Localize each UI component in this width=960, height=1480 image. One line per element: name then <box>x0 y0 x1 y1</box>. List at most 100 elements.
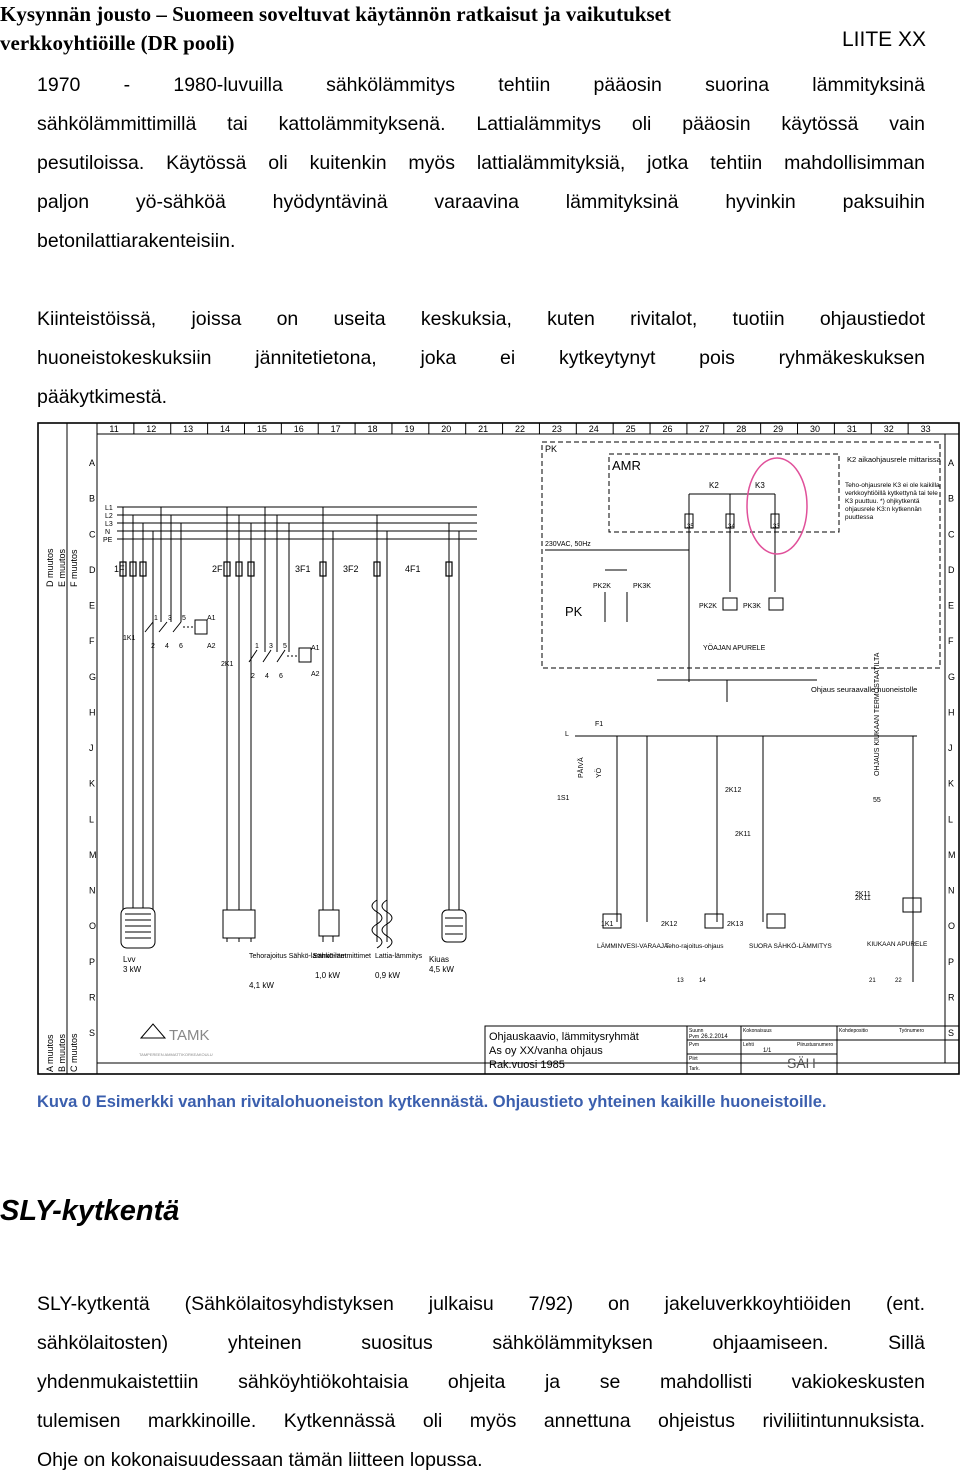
row-letter: G <box>89 672 96 682</box>
appendix-label: LIITE XX <box>841 28 926 51</box>
coil-name: LÄMMINVESI-VARAAJA <box>597 942 669 950</box>
bus-label-n: N <box>105 529 110 536</box>
relay-label-k2: K2 <box>709 481 719 490</box>
contact-num: 4 <box>265 673 269 680</box>
row-letter: E <box>948 601 954 611</box>
bus-label-l2: L2 <box>105 513 113 520</box>
row-letter: F <box>89 636 95 646</box>
column-number: 23 <box>552 424 562 434</box>
load-name: Tehorajoitus Sähkö-lämmittimet <box>249 953 347 960</box>
fuse-label-3f1: 3F1 <box>295 564 311 574</box>
relay-pin: 33 <box>773 524 780 530</box>
feeder-lines <box>122 507 460 942</box>
note-k2: K2 aikaohjausrele mittarissa <box>847 455 942 464</box>
column-number: 28 <box>736 424 746 434</box>
row-letter: R <box>948 992 955 1002</box>
column-number: 30 <box>810 424 820 434</box>
paragraph-sly: SLY-kytkentä (Sähkölaitosyhdistyksen jul… <box>37 1285 925 1480</box>
column-number: 15 <box>257 424 267 434</box>
column-number: 22 <box>515 424 525 434</box>
contact-num: 4 <box>165 643 169 650</box>
coil-name: SUORA SÄHKÖ-LÄMMITYS <box>749 942 832 950</box>
coil-bottom-label: 2K13 <box>727 921 743 928</box>
column-number: 29 <box>773 424 783 434</box>
pk-relay-label: PK3K <box>743 603 761 610</box>
paragraph-control-data: Kiinteistöissä, joissa on useita keskuks… <box>37 300 925 417</box>
row-letter: C <box>948 529 955 539</box>
coil-bottom-label: 1K1 <box>601 921 614 928</box>
control-wires <box>575 735 922 982</box>
load-name: Sähkö-lämmittimet <box>313 953 371 960</box>
logo-sub: TAMPEREEN AMMATTIKORKEAKOULU <box>139 1052 213 1057</box>
paragraph-line: Ohje on kokonaisuudessaan tämän liitteen… <box>37 1449 483 1471</box>
coil-bottom-label: 2K12 <box>661 921 677 928</box>
row-letter: R <box>89 992 96 1002</box>
fuse-label-3f2: 3F2 <box>343 564 359 574</box>
load-value: 3 kW <box>123 965 142 974</box>
column-number: 24 <box>589 424 599 434</box>
contactor-2k1 <box>248 647 312 663</box>
tb-suunn: Suunn <box>689 1028 704 1034</box>
fuse-f1: F1 <box>595 721 603 728</box>
paragraph-line: yhdenmukaistettiin sähköyhtiökohtaisia o… <box>37 1371 925 1393</box>
row-letter: N <box>89 886 96 896</box>
tb-pvm: Pvm <box>689 1042 699 1048</box>
revision-label-c: C muutos <box>69 1033 79 1072</box>
header-title-line1: Kysynnän jousto – Suomeen soveltuvat käy… <box>0 2 671 26</box>
row-letter: J <box>948 743 953 753</box>
document-header-title: Kysynnän jousto – Suomeen soveltuvat käy… <box>0 0 671 58</box>
fuses <box>119 561 453 577</box>
paragraph-line: paljon yö-sähköä hyödyntävinä varaavina … <box>37 191 925 213</box>
coil-label: A2 <box>207 643 216 650</box>
annotation-circle <box>746 457 808 555</box>
tb-lehti: Lehti <box>743 1042 754 1048</box>
coil-name: KIUKAAN APURELE <box>867 941 928 948</box>
yoajan-apurele: YÖAJAN APURELE <box>703 644 766 652</box>
pk-label: PK <box>545 444 557 454</box>
contact-num: 6 <box>279 673 283 680</box>
terminal-num: 22 <box>895 978 902 984</box>
load-value: 1,0 kW <box>315 971 340 980</box>
relay-mid-label: 2K12 <box>725 787 741 794</box>
load-value: 4,5 kW <box>429 965 454 974</box>
contact-num: 5 <box>182 615 186 622</box>
contactor-1k1 <box>144 619 208 635</box>
relay-mid-label: 2K11 <box>735 831 751 838</box>
fuse-label-4f1: 4F1 <box>405 564 421 574</box>
header-title-line2: verkkoyhtiöille (DR pooli) <box>0 31 235 55</box>
column-number: 33 <box>921 424 931 434</box>
row-letter: D <box>948 565 955 575</box>
relay-label-k3: K3 <box>755 481 765 490</box>
contact-num: 2 <box>151 643 155 650</box>
contact-num: 3 <box>269 643 273 650</box>
row-letter: F <box>948 636 954 646</box>
tb-title-line: Ohjauskaavio, lämmitysryhmät <box>489 1031 639 1043</box>
row-letter: O <box>89 921 96 931</box>
note-teho-wrap: Teho-ohjausrele K3 ei ole kaikilla verkk… <box>845 482 940 521</box>
row-letter: E <box>89 601 95 611</box>
contact-num: 3 <box>168 615 172 622</box>
ohjaus-kiukaan: OHJAUS KIUKAAN TERMOSTAATILTA <box>874 652 881 776</box>
column-number: 25 <box>626 424 636 434</box>
row-letter: S <box>89 1028 95 1038</box>
note-teho: Teho-ohjausrele K3 ei ole kaikilla verkk… <box>845 482 940 521</box>
row-letter: P <box>948 957 954 967</box>
tb-tark: Tark. <box>689 1066 700 1072</box>
contactor-label-1k1: 1K1 <box>123 635 136 642</box>
revision-label-d: D muutos <box>45 548 55 587</box>
column-number: 21 <box>478 424 488 434</box>
column-number: 32 <box>884 424 894 434</box>
column-number: 12 <box>146 424 156 434</box>
relay-pin: 35 <box>687 524 694 530</box>
tb-pvm: Pvm <box>689 1034 699 1040</box>
row-letter: N <box>948 886 955 896</box>
load-name: Lattia-lämmitys <box>375 953 423 960</box>
coil-name: Teho-rajoitus-ohjaus <box>665 943 724 950</box>
paragraph-line: Kiinteistöissä, joissa on useita keskuks… <box>37 308 925 330</box>
switch-label: YÖ <box>595 767 603 778</box>
coil-label: A2 <box>311 671 320 678</box>
load-value: 0,9 kW <box>375 971 400 980</box>
